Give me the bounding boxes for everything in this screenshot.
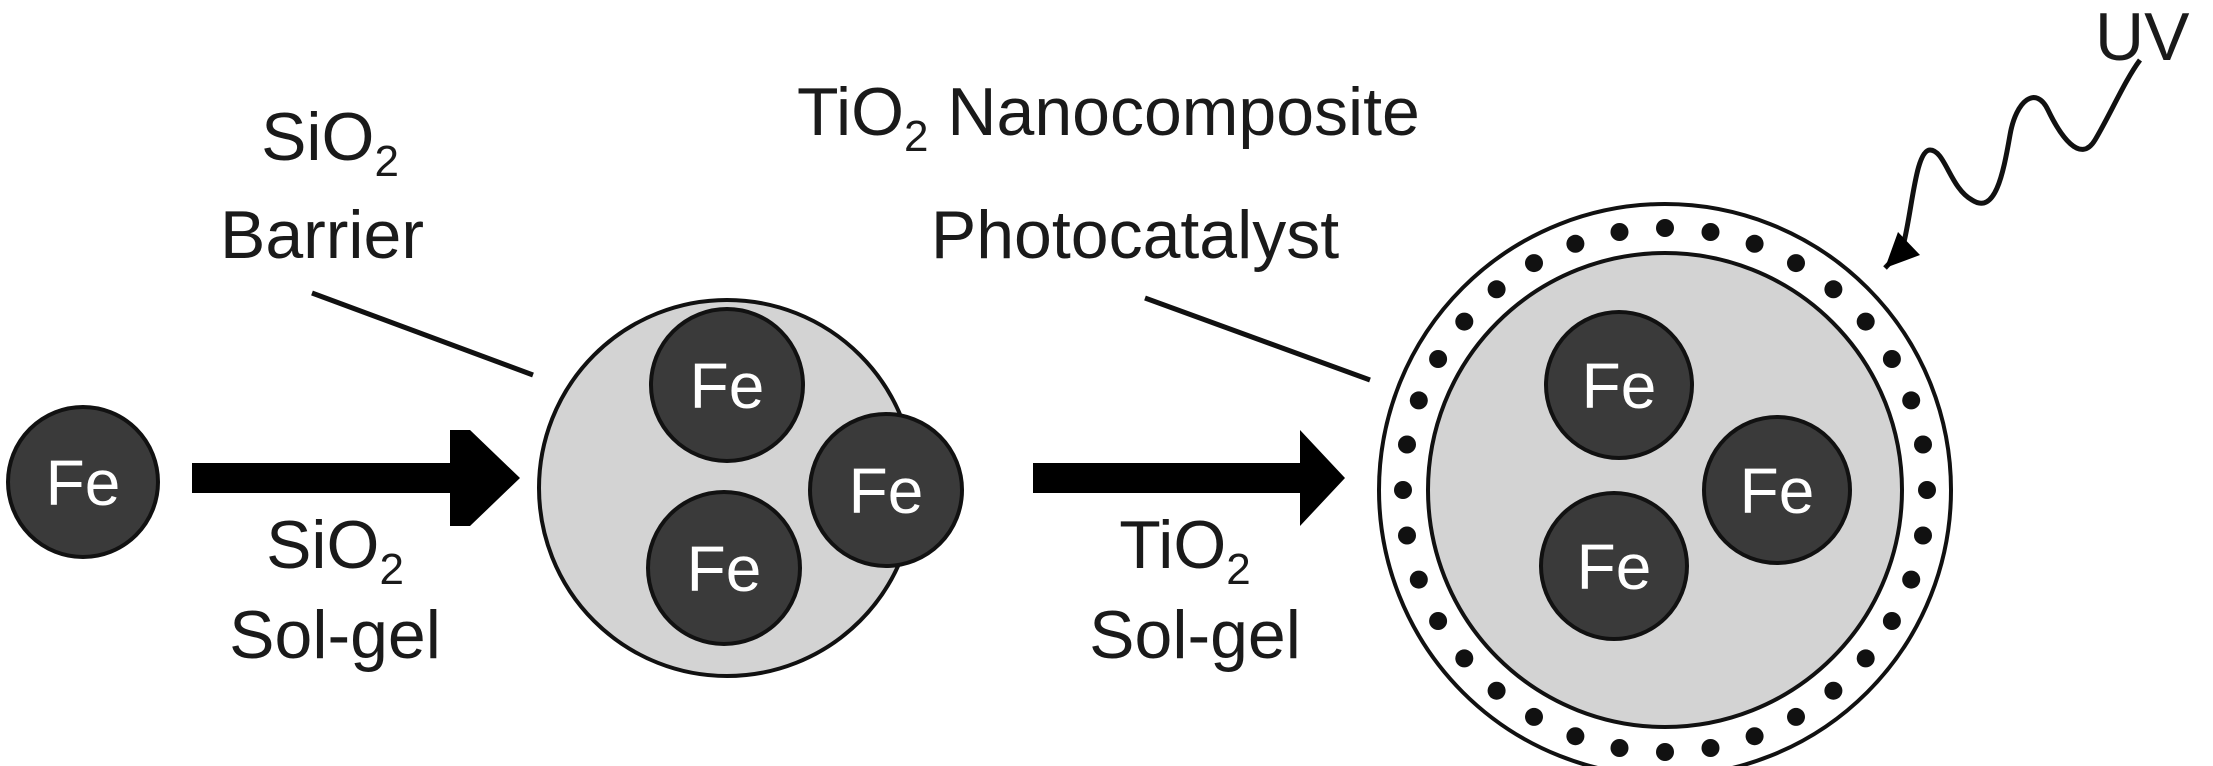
tio2-dot <box>1882 350 1901 368</box>
fe-core-2: Fe <box>808 412 964 568</box>
step1-label-line2: Sol-gel <box>229 597 441 673</box>
svg-text:Fe: Fe <box>849 455 924 527</box>
tio2-dot <box>1902 570 1921 589</box>
step2-label-line2: Sol-gel <box>1089 597 1301 673</box>
tio2-nanoparticle-dots <box>1394 219 1936 761</box>
uv-arrowhead <box>1885 232 1920 268</box>
uv-label: UV <box>2095 0 2190 75</box>
uv-wave <box>1883 58 2143 270</box>
tio2-pointer <box>1144 295 1371 383</box>
fe-label: Fe <box>46 447 121 519</box>
tio2-dot <box>1914 435 1932 454</box>
step2-label: TiO2 <box>1119 507 1251 594</box>
tio2-dot <box>1824 280 1843 299</box>
fe-core-5: Fe <box>1702 415 1852 565</box>
svg-text:Fe: Fe <box>1582 350 1657 422</box>
fe-core-1: Fe <box>649 307 805 463</box>
tio2-dot <box>1487 681 1506 700</box>
tio2-dot <box>1918 481 1936 499</box>
svg-text:Fe: Fe <box>687 533 762 605</box>
tio2-dot <box>1566 234 1585 253</box>
tio2-dot <box>1398 435 1416 454</box>
tio2-photocatalyst-label: TiO2 Nanocomposite <box>797 74 1420 161</box>
tio2-dot <box>1787 254 1805 273</box>
tio2-dot <box>1745 727 1764 746</box>
tio2-dot <box>1398 526 1416 545</box>
svg-text:Fe: Fe <box>1740 455 1815 527</box>
sio2-barrier-label: SiO2 <box>261 99 399 186</box>
sio2-barrier-pointer <box>311 290 534 378</box>
tio2-dot <box>1902 391 1921 410</box>
step1-label: SiO2 <box>266 507 404 594</box>
tio2-dot <box>1787 707 1805 726</box>
tio2-dot <box>1856 649 1875 668</box>
tio2-dot <box>1701 739 1720 757</box>
tio2-photocatalyst-label-line2: Photocatalyst <box>931 197 1339 273</box>
arrow-step1 <box>192 430 520 526</box>
tio2-dot <box>1394 481 1412 499</box>
tio2-dot <box>1656 219 1674 237</box>
tio2-dot <box>1409 391 1428 410</box>
fe-particle-start: Fe <box>6 405 160 559</box>
tio2-dot <box>1745 234 1764 253</box>
tio2-dot <box>1455 649 1474 668</box>
tio2-dot <box>1610 223 1629 241</box>
svg-text:Fe: Fe <box>1577 531 1652 603</box>
tio2-dot <box>1914 526 1932 545</box>
fe-core-4: Fe <box>1544 310 1694 460</box>
arrow-step2 <box>1033 430 1345 526</box>
fe-core-3: Fe <box>646 490 802 646</box>
tio2-dot <box>1429 350 1448 368</box>
fe-core-6: Fe <box>1539 491 1689 641</box>
tio2-dot <box>1409 570 1428 589</box>
tio2-dot <box>1701 223 1720 241</box>
tio2-dot <box>1525 254 1543 273</box>
svg-text:Fe: Fe <box>690 350 765 422</box>
tio2-dot <box>1824 681 1843 700</box>
tio2-dot <box>1656 743 1674 761</box>
tio2-dot <box>1487 280 1506 299</box>
tio2-dot <box>1455 312 1474 331</box>
tio2-dot <box>1610 739 1629 757</box>
sio2-coated-particle: Fe Fe Fe <box>537 298 964 678</box>
sio2-barrier-label-line2: Barrier <box>220 197 424 273</box>
tio2-dot <box>1566 727 1585 746</box>
tio2-dot <box>1856 312 1875 331</box>
tio2-dot <box>1882 612 1901 630</box>
tio2-dot <box>1525 707 1543 726</box>
tio2-coated-particle: Fe Fe Fe <box>1377 202 1953 766</box>
tio2-dot <box>1429 612 1448 630</box>
